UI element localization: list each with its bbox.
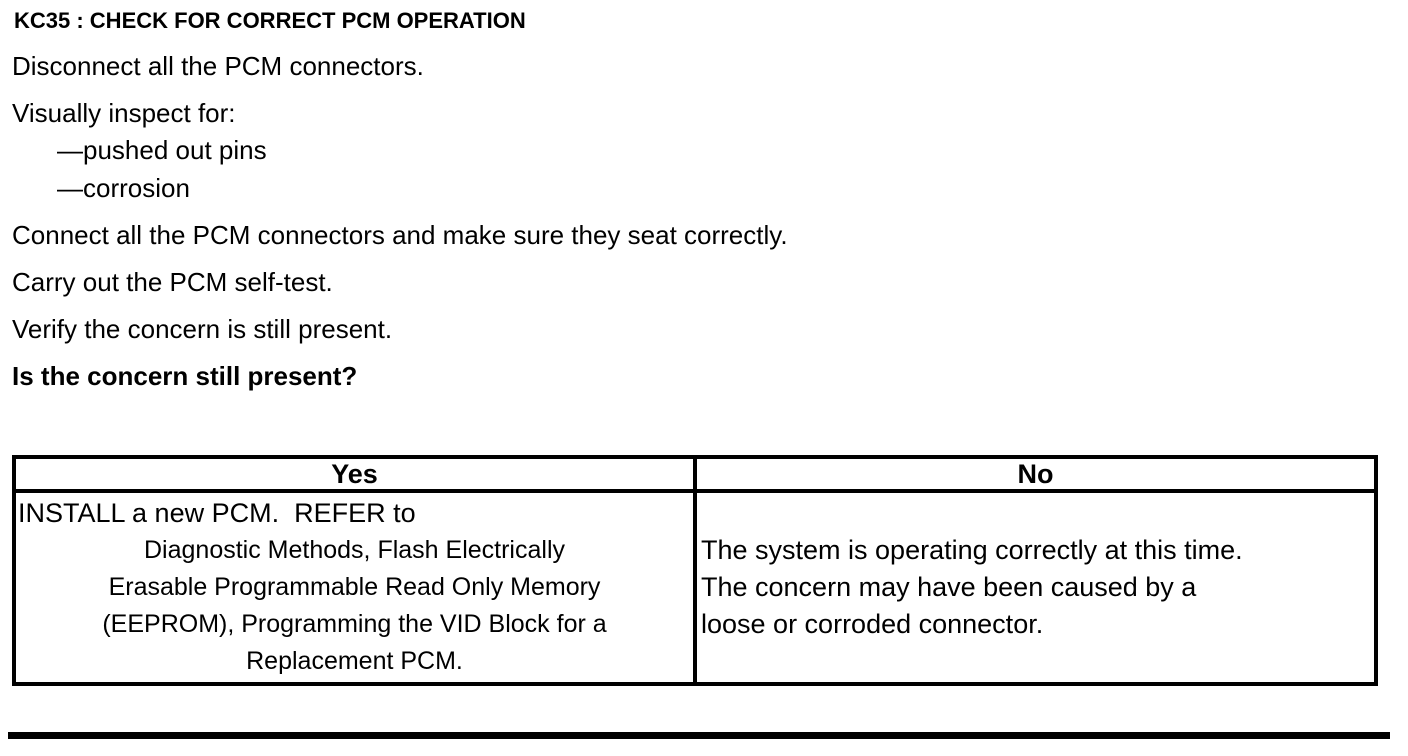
instruction-visual-inspect-intro: Visually inspect for: (12, 98, 236, 128)
yes-no-decision-table: Yes No INSTALL a new PCM. REFER to Diagn… (12, 455, 1378, 686)
yes-action-line: Replacement PCM. (246, 647, 463, 675)
decision-table-header-row: Yes No (12, 455, 1378, 493)
section-divider-rule (8, 732, 1390, 739)
decision-table-body-row: INSTALL a new PCM. REFER to Diagnostic M… (12, 489, 1378, 686)
no-action-line: The system is operating correctly at thi… (701, 535, 1243, 565)
instruction-verify-concern: Verify the concern is still present. (12, 314, 393, 344)
instruction-reconnect-connectors: Connect all the PCM connectors and make … (12, 220, 788, 250)
yes-action-line: Erasable Programmable Read Only Memory (108, 573, 601, 601)
pinpoint-test-step-title: KC35 : CHECK FOR CORRECT PCM OPERATION (14, 8, 526, 33)
yes-column-header: Yes (12, 455, 697, 493)
no-column-header: No (693, 455, 1378, 493)
yes-action-line: Diagnostic Methods, Flash Electrically (144, 536, 565, 564)
yes-action-line: INSTALL a new PCM. REFER to (18, 498, 416, 528)
instruction-self-test: Carry out the PCM self-test. (12, 267, 333, 297)
yes-action-cell: INSTALL a new PCM. REFER to Diagnostic M… (12, 489, 697, 686)
instruction-disconnect-connectors: Disconnect all the PCM connectors. (12, 51, 424, 81)
no-action-line: loose or corroded connector. (701, 609, 1044, 639)
inspect-item-corrosion: —corrosion (57, 173, 190, 203)
no-action-line: The concern may have been caused by a (701, 572, 1197, 602)
decision-question: Is the concern still present? (12, 361, 358, 391)
no-action-cell: The system is operating correctly at thi… (693, 489, 1378, 686)
yes-action-line: (EEPROM), Programming the VID Block for … (102, 610, 607, 638)
inspect-item-pushed-out-pins: —pushed out pins (57, 135, 267, 165)
